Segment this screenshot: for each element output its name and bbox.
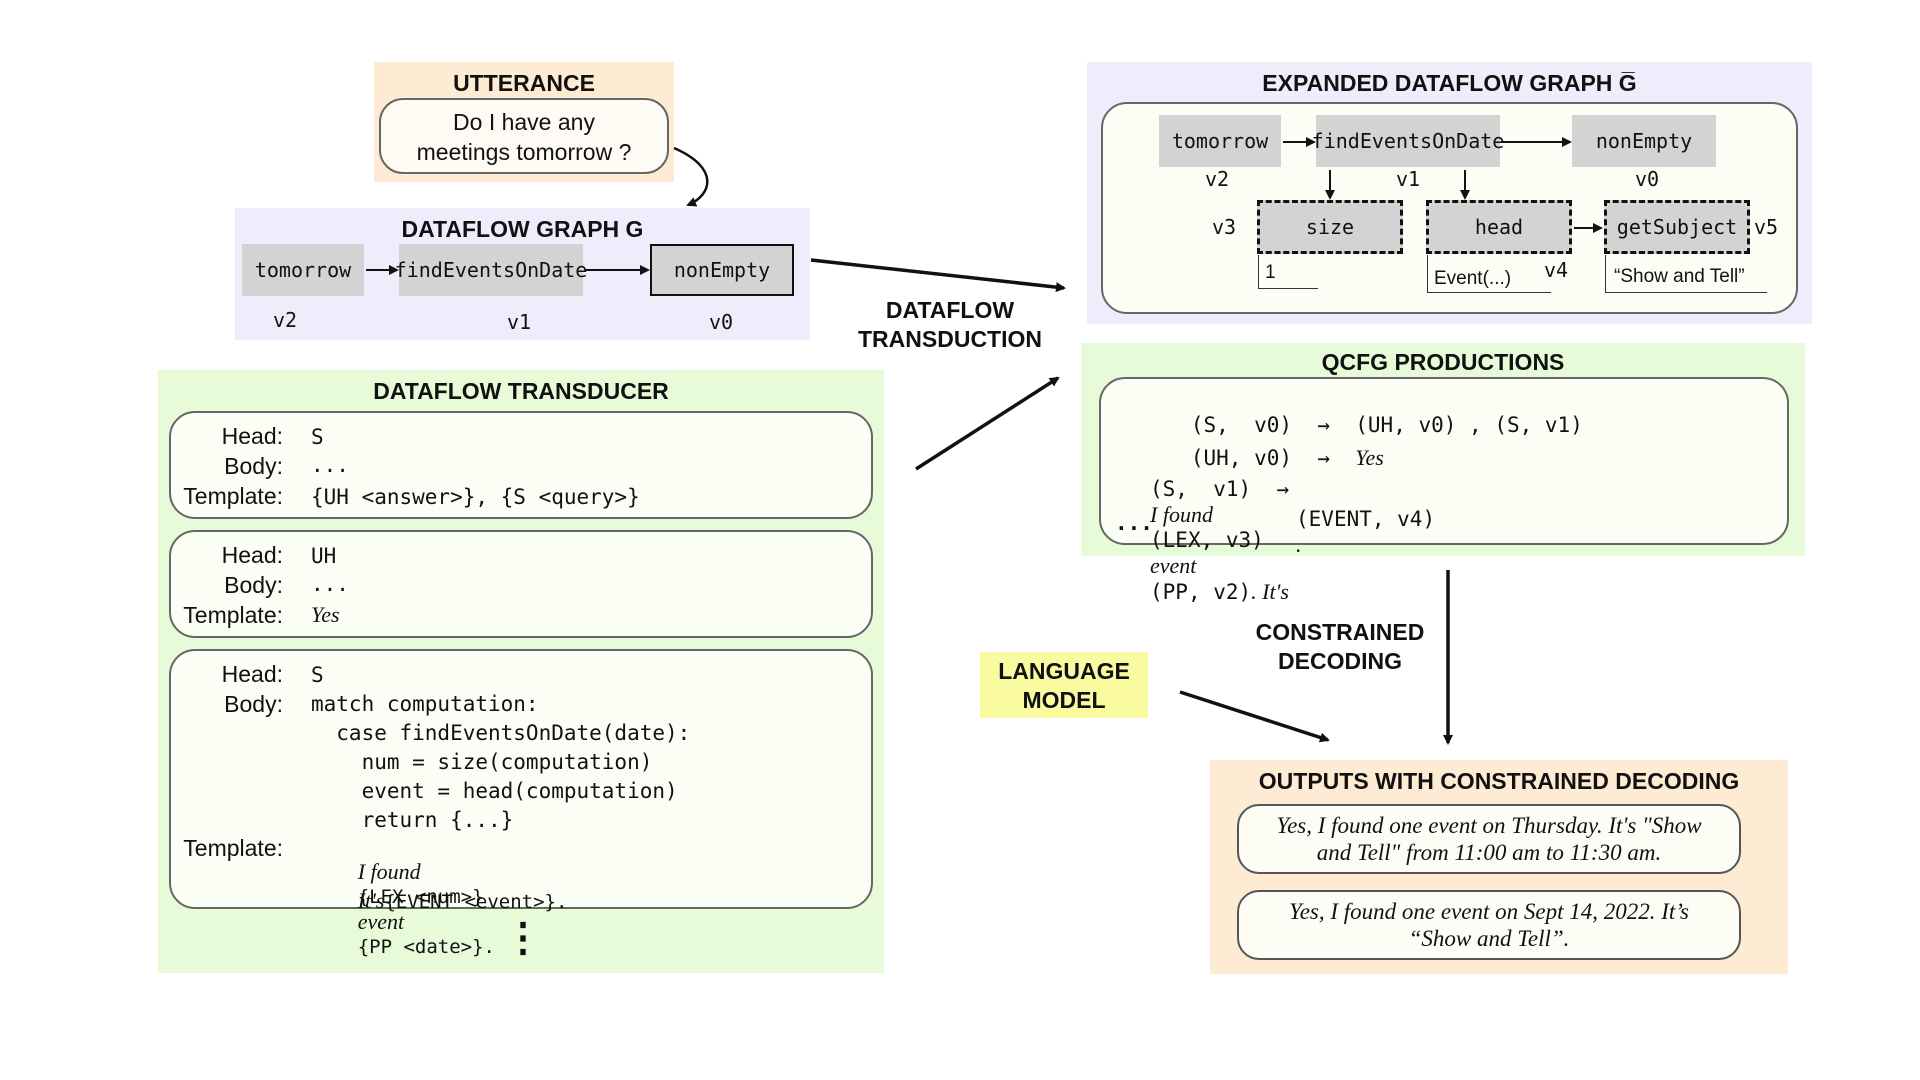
exp-var-v2: v2: [1205, 167, 1230, 191]
rule1-body: ...: [311, 453, 349, 477]
exp-var-v0: v0: [1635, 167, 1660, 191]
rule3-template-line1: I found {LEX <num>} event {PP <date>}.: [357, 859, 495, 958]
rule2-head: UH: [311, 544, 337, 568]
qcfg-line3: (S, v1) → I found (LEX, v3) event (PP, v…: [1150, 477, 1290, 604]
exp-var-v5: v5: [1754, 215, 1779, 239]
transducer-rule-3: Head: S Body: match computation: case fi…: [169, 649, 873, 958]
head-label: Head:: [221, 542, 283, 568]
exp-node-size: size: [1257, 200, 1403, 254]
exp-node-findeventsondate: findEventsOnDate: [1312, 115, 1504, 167]
rule3-body-line3: num = size(computation): [311, 750, 653, 774]
qcfg-panel: QCFG PRODUCTIONS (S, v0) → (UH, v0) , (S…: [1081, 343, 1805, 604]
exp-var-v3: v3: [1212, 215, 1237, 239]
dataflow-transduction-label: DATAFLOW TRANSDUCTION: [858, 297, 1042, 352]
utterance-title: UTTERANCE: [453, 70, 595, 96]
exp-node-nonempty: nonEmpty: [1572, 115, 1716, 167]
rule3-template-line2: It's{EVENT <event>}.: [357, 888, 568, 913]
template-label: Template:: [183, 602, 283, 628]
transducer-rule-2: Head: UH Body: ... Template: Yes: [169, 530, 873, 638]
transducer-ellipsis: ⋮: [503, 916, 543, 960]
rule3-body-line4: event = head(computation): [311, 779, 678, 803]
graph-node-nonempty: nonEmpty: [650, 244, 794, 296]
body-label: Body:: [224, 691, 283, 717]
arrow-utterance-to-graph: [673, 146, 709, 207]
head-label: Head:: [221, 661, 283, 687]
graph-var-v0: v0: [709, 310, 734, 334]
utterance-panel: UTTERANCE Do I have any meetings tomorro…: [374, 62, 674, 182]
arrow-transducer-to-qcfg: [915, 376, 1060, 471]
output-item-1: Yes, I found one event on Thursday. It's…: [1237, 804, 1741, 874]
body-label: Body:: [224, 572, 283, 598]
graph-var-v2: v2: [273, 308, 298, 332]
arrow-lm-to-outputs: [1179, 690, 1330, 743]
outputs-title: OUTPUTS WITH CONSTRAINED DECODING: [1258, 768, 1740, 794]
rule3-body-line5: return {...}: [311, 808, 514, 832]
template-label: Template:: [183, 483, 283, 509]
head-label: Head:: [221, 423, 283, 449]
constrained-decoding-label: CONSTRAINED DECODING: [1255, 619, 1425, 674]
exp-var-v1: v1: [1396, 167, 1421, 191]
graph-node-findeventsondate: findEventsOnDate: [395, 244, 587, 296]
qcfg-line4: (EVENT, v4) .: [1296, 507, 1436, 557]
graph-var-v1: v1: [507, 310, 532, 334]
graph-node-tomorrow: tomorrow: [242, 244, 364, 296]
qcfg-line5: ...: [1115, 511, 1153, 535]
language-model-box: LANGUAGE MODEL: [980, 652, 1148, 718]
outputs-panel: OUTPUTS WITH CONSTRAINED DECODING Yes, I…: [1210, 760, 1788, 974]
arrow-graph-to-expanded: [810, 258, 1066, 293]
exp-value-getsubject: “Show and Tell”: [1605, 255, 1767, 293]
exp-value-size: 1: [1258, 255, 1318, 289]
output-item-2: Yes, I found one event on Sept 14, 2022.…: [1237, 890, 1741, 960]
qcfg-frame: (S, v0) → (UH, v0) , (S, v1) (UH, v0) → …: [1099, 377, 1789, 604]
exp-value-head: Event(...): [1427, 255, 1551, 293]
rule2-body: ...: [311, 572, 349, 596]
dataflow-graph-panel: DATAFLOW GRAPH G tomorrow findEventsOnDa…: [235, 208, 810, 340]
rule1-head: S: [311, 425, 324, 449]
utterance-text-line2: meetings tomorrow ?: [416, 139, 632, 165]
rule1-template: {UH <answer>}, {S <query>}: [311, 485, 640, 509]
rule3-body-line2: case findEventsOnDate(date):: [311, 721, 691, 745]
exp-var-v4: v4: [1544, 258, 1569, 282]
rule2-template: Yes: [311, 602, 340, 627]
exp-node-tomorrow: tomorrow: [1159, 115, 1281, 167]
body-label: Body:: [224, 453, 283, 479]
transducer-panel: DATAFLOW TRANSDUCER Head: S Body: ... Te…: [158, 370, 884, 973]
exp-node-getsubject: getSubject: [1604, 200, 1750, 254]
transducer-title: DATAFLOW TRANSDUCER: [373, 378, 669, 404]
qcfg-line2: (UH, v0) → Yes: [1190, 445, 1384, 470]
template-label: Template:: [183, 835, 283, 861]
qcfg-line1: (S, v0) → (UH, v0) , (S, v1): [1190, 413, 1583, 437]
rule3-head: S: [311, 663, 324, 687]
qcfg-title: QCFG PRODUCTIONS: [1321, 349, 1565, 375]
dataflow-graph-title: DATAFLOW GRAPH G: [401, 216, 644, 242]
utterance-bubble: Do I have any meetings tomorrow ?: [379, 98, 669, 174]
exp-node-head: head: [1426, 200, 1572, 254]
expanded-graph-panel: EXPANDED DATAFLOW GRAPH G̅ tomorrow find…: [1087, 62, 1812, 324]
rule3-body-line1: match computation:: [311, 692, 539, 716]
utterance-text-line1: Do I have any: [453, 109, 595, 135]
expanded-graph-title: EXPANDED DATAFLOW GRAPH G̅: [1262, 70, 1637, 96]
transducer-rule-1: Head: S Body: ... Template: {UH <answer>…: [169, 411, 873, 519]
